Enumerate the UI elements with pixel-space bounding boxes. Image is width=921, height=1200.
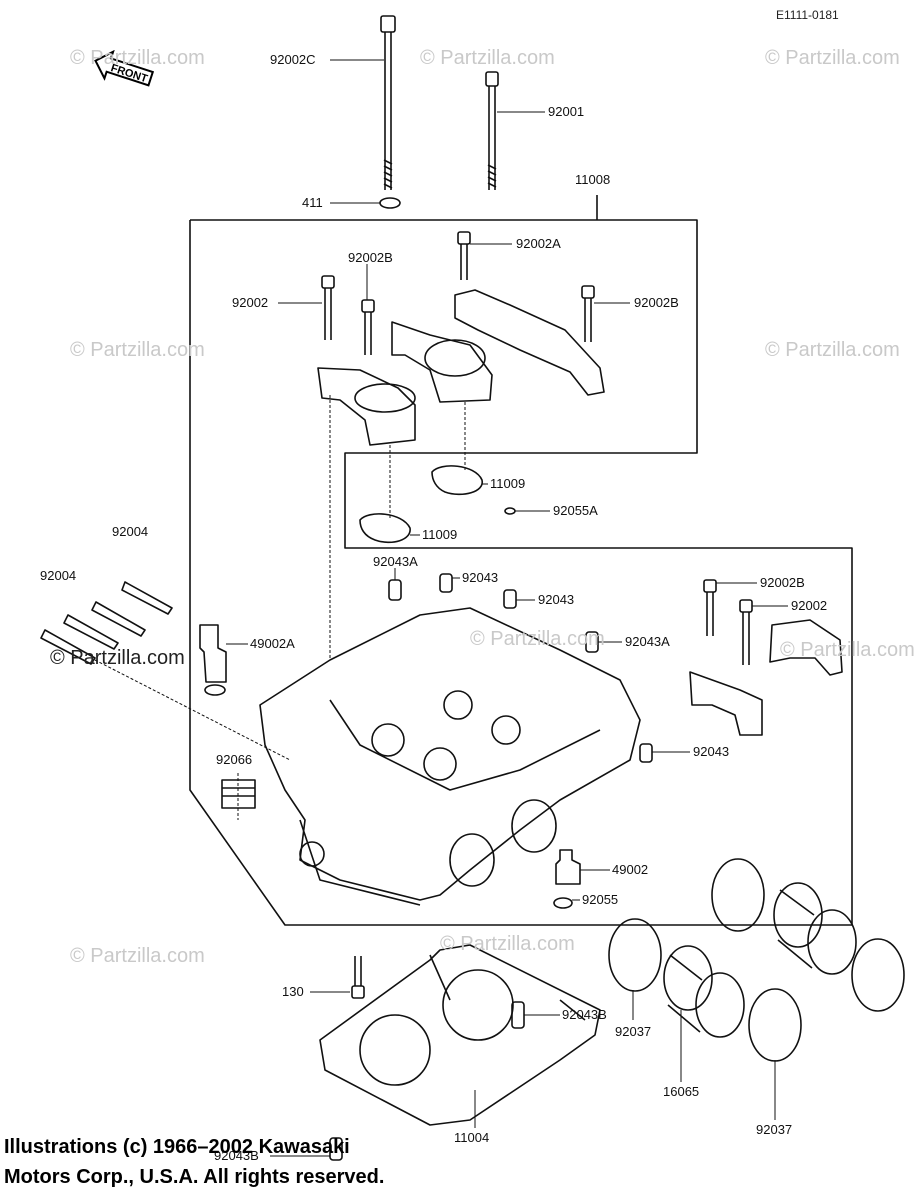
- cap-right-b: [769, 619, 843, 676]
- callout-411: 411: [302, 195, 323, 210]
- callout-92002a: 92002A: [516, 236, 561, 251]
- callout-92004-a: 92004: [112, 524, 148, 539]
- bolt-92002-upper: [321, 275, 335, 340]
- bolt-92002c: [380, 15, 396, 190]
- callout-92043a-right: 92043A: [625, 634, 670, 649]
- callout-11008: 11008: [575, 172, 610, 187]
- callout-92055a: 92055A: [553, 503, 598, 518]
- callout-92002-top: 92002: [232, 295, 268, 310]
- callout-92002c: 92002C: [270, 52, 316, 67]
- oring-92055a: [504, 507, 516, 515]
- washer-49002a: [204, 684, 226, 696]
- dowel-92043-a: [439, 573, 453, 593]
- clamp-92037-left: [608, 918, 662, 992]
- watermark: © Partzilla.com: [470, 628, 605, 650]
- dowel-92043-c: [639, 743, 653, 763]
- callout-92002-mid: 92002: [791, 598, 827, 613]
- copyright-line-2: Motors Corp., U.S.A. All rights reserved…: [4, 1166, 385, 1188]
- plug-49002: [555, 849, 581, 885]
- bolt-130: [351, 956, 365, 999]
- callout-16065: 16065: [663, 1084, 699, 1099]
- bolt-92002a-upper: [457, 231, 471, 280]
- gasket-11009-lower: [359, 513, 411, 544]
- watermark: © Partzilla.com: [765, 339, 900, 361]
- callout-92043-b: 92043: [538, 592, 574, 607]
- camshaft-holder-right: [454, 289, 605, 396]
- copyright-line-1: Illustrations (c) 1966–2002 Kawasaki: [4, 1136, 350, 1158]
- watermark: © Partzilla.com: [70, 945, 205, 967]
- watermark: © Partzilla.com: [780, 639, 915, 661]
- head-gasket-11004: [319, 944, 601, 1126]
- callout-92066: 92066: [216, 752, 252, 767]
- front-arrow: FRONT: [89, 45, 160, 95]
- callout-labels: 92002C 92001 411 11008 92002A 92002B 920…: [40, 52, 827, 1163]
- bolt-92001: [485, 71, 499, 190]
- callout-92055: 92055: [582, 892, 618, 907]
- plug-49002a: [199, 624, 227, 683]
- callout-92004-b: 92004: [40, 568, 76, 583]
- intake-holder-16065-a: [663, 945, 745, 1038]
- callout-92001: 92001: [548, 104, 584, 119]
- bolt-92002-mid: [739, 599, 753, 665]
- callout-92037-a: 92037: [615, 1024, 651, 1039]
- callout-92043a-top: 92043A: [373, 554, 418, 569]
- dowel-92043b-right: [511, 1001, 525, 1029]
- callout-92002b-mid: 92002B: [760, 575, 805, 590]
- dowel-92043-b: [503, 589, 517, 609]
- callout-92043b-left: 92043B: [214, 1148, 259, 1163]
- callout-92043-a: 92043: [462, 570, 498, 585]
- camshaft-holder-left: [317, 367, 416, 446]
- camshaft-holder-center: [391, 321, 493, 403]
- gasket-11009-upper: [431, 465, 483, 496]
- callout-130: 130: [282, 984, 304, 999]
- watermark: © Partzilla.com: [440, 933, 575, 955]
- watermark: © Partzilla.com: [765, 47, 900, 69]
- callout-49002: 49002: [612, 862, 648, 877]
- cylinder-head: [259, 607, 641, 906]
- bolt-92002b-upper-right: [581, 285, 595, 342]
- copyright-notice: Illustrations (c) 1966–2002 Kawasaki Mot…: [4, 1132, 384, 1192]
- callout-92043b-right: 92043B: [562, 1007, 607, 1022]
- watermark: © Partzilla.com: [420, 47, 555, 69]
- callout-92002b-right: 92002B: [634, 295, 679, 310]
- cap-right-a: [689, 671, 763, 736]
- assembly-outline: [189, 195, 853, 926]
- clamp-92037-lower: [748, 988, 802, 1062]
- watermark: © Partzilla.com: [70, 47, 205, 69]
- bolt-92002b-mid: [703, 579, 717, 636]
- callout-92002b-top: 92002B: [348, 250, 393, 265]
- studs-92004: [40, 581, 173, 665]
- callout-92043-c: 92043: [693, 744, 729, 759]
- dowel-92043b-left: [329, 1137, 343, 1161]
- washer-92055: [553, 897, 573, 909]
- callout-11009-b: 11009: [422, 527, 457, 542]
- callout-49002a: 49002A: [250, 636, 295, 651]
- watermark: © Partzilla.com: [70, 339, 205, 361]
- diagram-code: E1111-0181: [776, 8, 839, 22]
- callout-11009-a: 11009: [490, 476, 525, 491]
- callout-11004: 11004: [454, 1130, 489, 1145]
- washer-411: [379, 197, 401, 209]
- dowel-92043a-top: [388, 579, 402, 601]
- intake-holder-16065-b: [773, 882, 857, 975]
- clamp-92037-right: [851, 938, 905, 1012]
- watermarks: © Partzilla.com © Partzilla.com © Partzi…: [50, 47, 915, 967]
- watermark-dark: © Partzilla.com: [50, 647, 185, 669]
- clamp-92037-upper: [711, 858, 765, 932]
- bolt-92002b-upper-left: [361, 299, 375, 355]
- callout-92037-b: 92037: [756, 1122, 792, 1137]
